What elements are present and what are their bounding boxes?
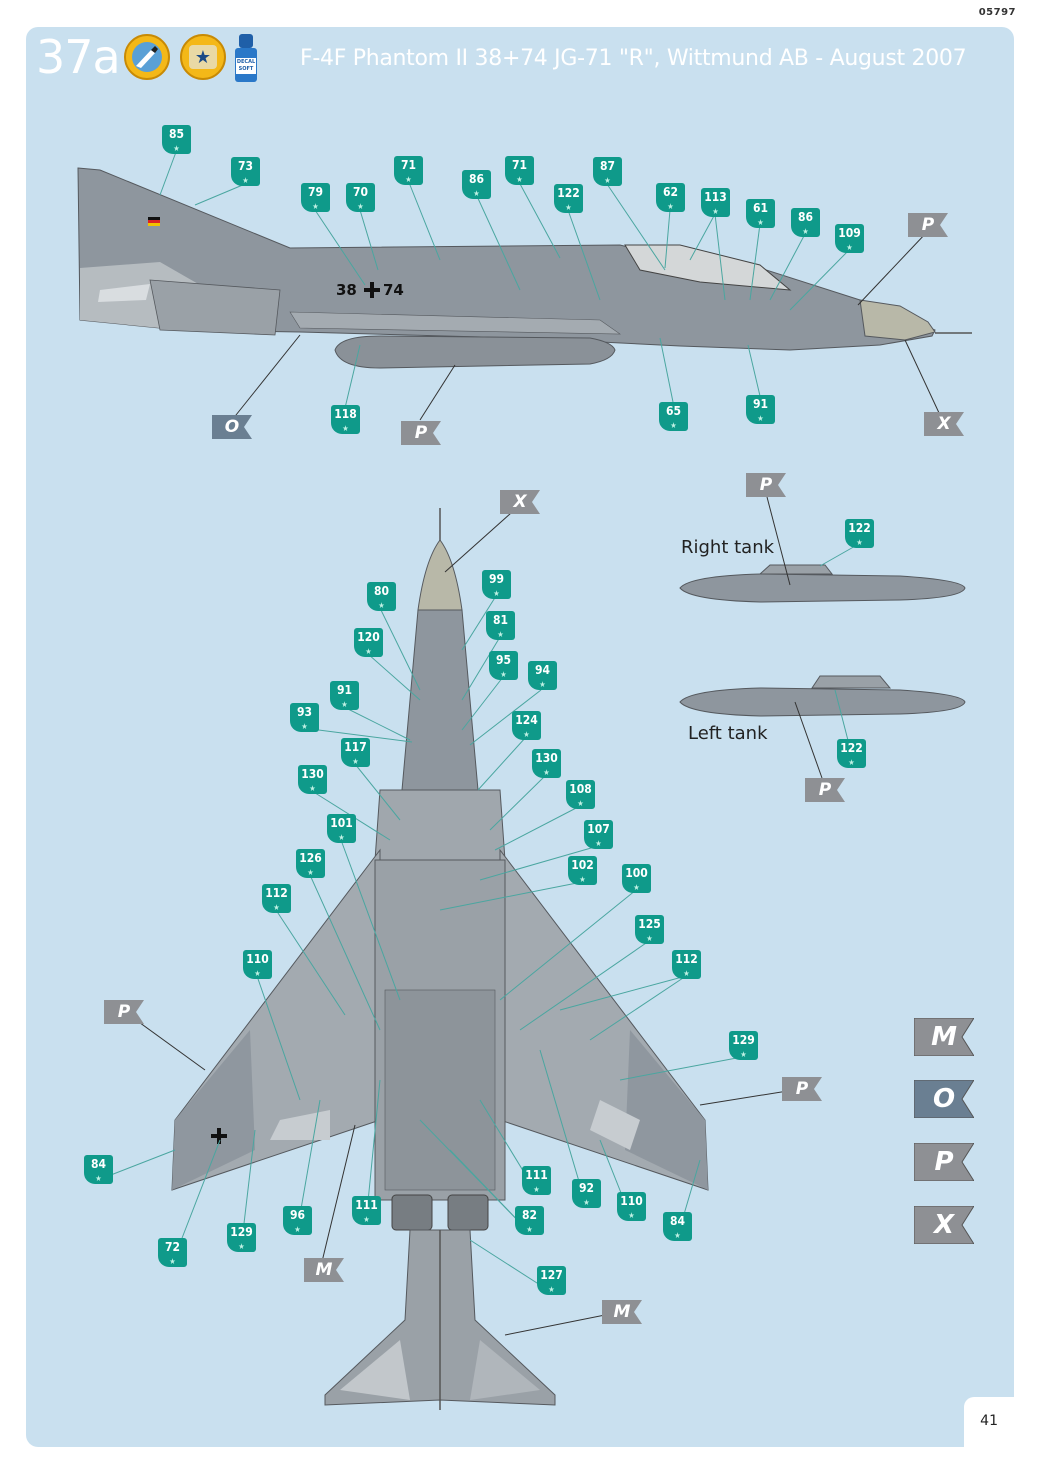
decal-callout: 96★: [283, 1206, 312, 1235]
decal-callout: 101★: [327, 814, 356, 843]
tank-views: [679, 496, 966, 779]
decal-callout: 71★: [505, 156, 534, 185]
decal-callout: 124★: [512, 711, 541, 740]
decal-callout: 91★: [746, 395, 775, 424]
left-tank-label: Left tank: [688, 723, 768, 744]
decal-callout: 118★: [331, 405, 360, 434]
decal-callout: 111★: [522, 1166, 551, 1195]
decal-callout: 130★: [532, 749, 561, 778]
decal-callout: 117★: [341, 738, 370, 767]
decal-callout: 113★: [701, 188, 730, 217]
decal-callout: 120★: [354, 628, 383, 657]
decal-callout: 82★: [515, 1206, 544, 1235]
decal-callout: 129★: [729, 1031, 758, 1060]
legend-color-x: X: [914, 1206, 974, 1244]
legend-color-o: O: [914, 1080, 974, 1118]
decal-callout: 72★: [158, 1238, 187, 1267]
decal-callout: 93★: [290, 703, 319, 732]
side-serial-left: 38: [336, 281, 357, 299]
decal-callout: 122★: [554, 184, 583, 213]
decal-callout: 73★: [231, 157, 260, 186]
color-flag-o: O: [212, 415, 252, 439]
decal-callout: 80★: [367, 582, 396, 611]
decal-callout: 107★: [584, 820, 613, 849]
side-serial-right: 74: [383, 281, 404, 299]
color-flag-p: P: [401, 421, 441, 445]
legend-color-p: P: [914, 1143, 974, 1181]
decal-callout: 86★: [791, 208, 820, 237]
decal-callout: 110★: [617, 1192, 646, 1221]
decal-callout: 70★: [346, 183, 375, 212]
color-flag-p: P: [782, 1077, 822, 1101]
decal-callout: 102★: [568, 856, 597, 885]
bottle-label: DECAL SOFT: [236, 59, 256, 72]
page-number: 41: [980, 1413, 998, 1429]
right-tank-label: Right tank: [681, 537, 775, 558]
decal-callout: 109★: [835, 224, 864, 253]
decal-callout: 125★: [635, 915, 664, 944]
decal-callout: 91★: [330, 681, 359, 710]
color-flag-m: M: [602, 1300, 642, 1324]
decal-callout: 126★: [296, 849, 325, 878]
decal-callout: 61★: [746, 199, 775, 228]
decal-callout: 129★: [227, 1223, 256, 1252]
legend-color-m: M: [914, 1018, 974, 1056]
decal-callout: 71★: [394, 156, 423, 185]
decal-callout: 99★: [482, 570, 511, 599]
decal-callout: 112★: [262, 884, 291, 913]
decal-callout: 111★: [352, 1196, 381, 1225]
color-flag-p: P: [908, 213, 948, 237]
color-flag-p: P: [805, 778, 845, 802]
decal-callout: 122★: [837, 739, 866, 768]
color-flag-x: X: [924, 412, 964, 436]
decal-callout: 110★: [243, 950, 272, 979]
document-code: 05797: [978, 7, 1016, 18]
decal-icon: ★: [180, 34, 226, 80]
decal-callout: 127★: [537, 1266, 566, 1295]
color-flag-p: P: [104, 1000, 144, 1024]
page-corner: [964, 1397, 1014, 1447]
decal-callout: 94★: [528, 661, 557, 690]
decal-callout: 122★: [845, 519, 874, 548]
decal-callout: 112★: [672, 950, 701, 979]
decal-callout: 95★: [489, 651, 518, 680]
color-flag-p: P: [746, 473, 786, 497]
decal-callout: 108★: [566, 780, 595, 809]
decal-callout: 81★: [486, 611, 515, 640]
side-view: [77, 151, 972, 421]
step-title: F-4F Phantom II 38+74 JG-71 "R", Wittmun…: [300, 46, 967, 71]
color-flag-x: X: [500, 490, 540, 514]
decal-callout: 62★: [656, 183, 685, 212]
paint-brush-icon: [124, 34, 170, 80]
decal-callout: 86★: [462, 170, 491, 199]
decal-callout: 65★: [659, 402, 688, 431]
color-flag-m: M: [304, 1258, 344, 1282]
decal-callout: 87★: [593, 157, 622, 186]
top-view: [97, 504, 801, 1410]
decal-callout: 85★: [162, 125, 191, 154]
decal-callout: 92★: [572, 1179, 601, 1208]
decal-callout: 84★: [84, 1155, 113, 1184]
decal-callout: 130★: [298, 765, 327, 794]
decal-callout: 79★: [301, 183, 330, 212]
decal-soft-bottle-icon: DECAL SOFT: [233, 34, 259, 82]
step-number: 37a: [36, 30, 121, 84]
decal-callout: 84★: [663, 1212, 692, 1241]
decal-callout: 100★: [622, 864, 651, 893]
